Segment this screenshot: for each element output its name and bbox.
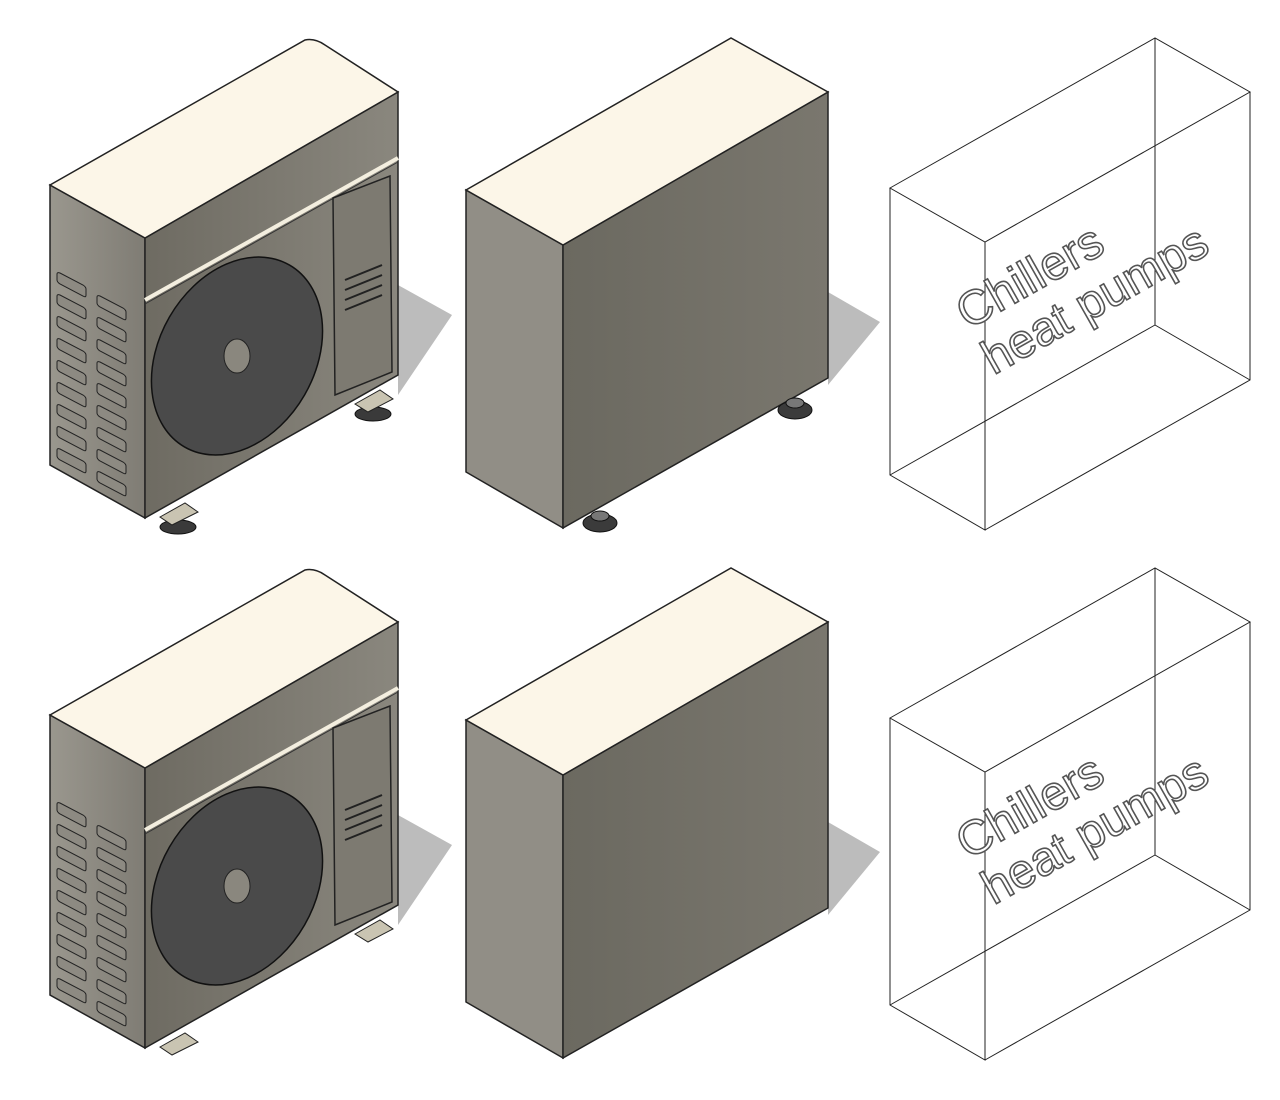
detailed-unit-top [48, 37, 454, 535]
feet-detailed-bottom [159, 919, 394, 1056]
simple-unit-top [465, 37, 881, 533]
detailed-unit-bottom [48, 567, 454, 1056]
wireframe-unit-top: Chillers heat pumps [889, 37, 1251, 531]
wireframe-unit-bottom: Chillers heat pumps [889, 567, 1251, 1061]
feet-detailed-top [159, 389, 394, 535]
feet-simple-top [582, 397, 813, 533]
simple-unit-bottom [465, 567, 881, 1059]
